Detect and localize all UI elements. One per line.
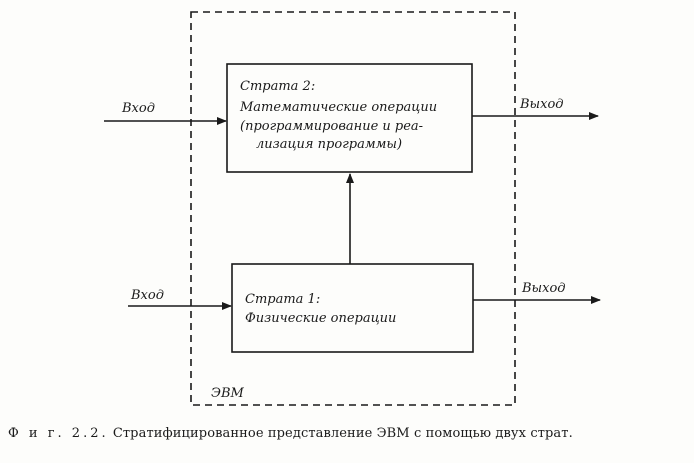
stratum-2-line-3: лизация программы) [256, 137, 402, 152]
stratum-1-line-1: Физические операции [245, 311, 396, 326]
output-label-top: Выход [519, 97, 564, 112]
stratum-2-title: Страта 2: [240, 79, 315, 94]
evm-container-border [190, 11, 516, 406]
input-label-top: Вход [121, 101, 155, 116]
stratum-2-line-2: (программирование и реа- [240, 119, 423, 134]
output-label-bottom: Выход [521, 281, 566, 296]
figure-caption: Ф и г. 2.2. Стратифицированное представл… [8, 426, 688, 441]
strata-diagram: ЭВМ Страта 2: Математические операции (п… [104, 11, 601, 406]
input-label-bottom: Вход [130, 288, 164, 303]
stratum-2-line-1: Математические операции [239, 100, 437, 115]
stratum-1-box [231, 263, 474, 353]
stratum-2-box [226, 63, 473, 173]
caption-prefix: Ф и г. 2.2. [8, 426, 109, 441]
stratum-1-title: Страта 1: [245, 292, 320, 307]
caption-text: Стратифицированное представление ЭВМ с п… [112, 426, 573, 441]
svg-text:Страта 2:: Страта 2: [240, 79, 315, 94]
evm-container-label: ЭВМ [211, 386, 245, 401]
